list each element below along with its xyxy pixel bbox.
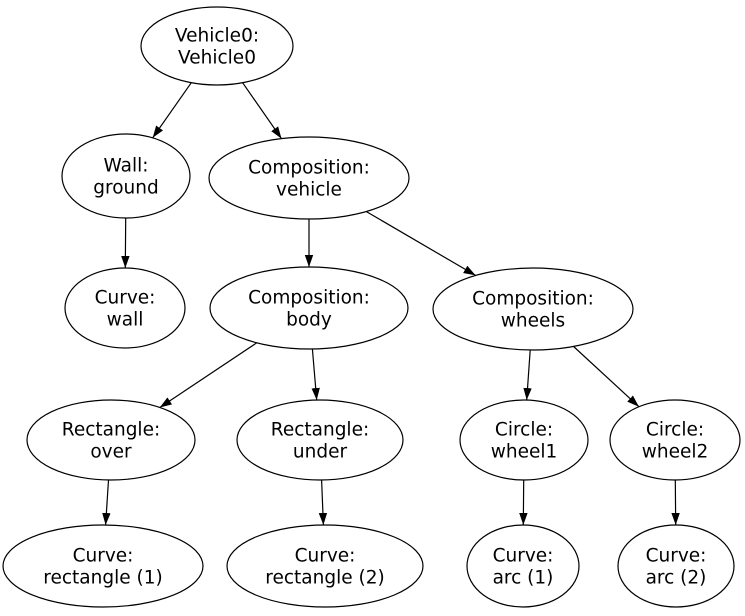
node-label-curve_rect2-line1: Curve: xyxy=(295,546,356,567)
node-label-curve_rect1-line1: Curve: xyxy=(73,546,134,567)
edge-comp_wheels-circle_wheel2 xyxy=(573,346,640,408)
node-rect_under: Rectangle:under xyxy=(236,399,404,481)
node-label-wall_ground-line2: ground xyxy=(93,178,158,199)
node-ellipse-rect_over xyxy=(26,399,196,481)
edge-comp_vehicle-comp_wheels xyxy=(366,211,476,276)
node-label-circle_wheel2-line1: Circle: xyxy=(646,420,704,441)
node-label-wall_ground-line1: Wall: xyxy=(104,156,149,177)
node-ellipse-wall_ground xyxy=(61,133,191,219)
node-label-comp_vehicle-line1: Composition: xyxy=(248,158,370,179)
node-ellipse-curve_arc1 xyxy=(466,524,580,608)
node-label-curve_arc1-line1: Curve: xyxy=(493,546,554,567)
node-label-curve_wall-line1: Curve: xyxy=(95,288,156,309)
node-label-curve_rect1-line2: rectangle (1) xyxy=(43,568,162,589)
edge-rect_under-curve_rect2 xyxy=(318,479,328,526)
node-comp_wheels: Composition:wheels xyxy=(432,267,634,351)
node-label-curve_wall-line2: wall xyxy=(107,310,144,331)
node-vehicle0: Vehicle0:Vehicle0 xyxy=(140,6,294,86)
node-ellipse-comp_body xyxy=(209,266,409,350)
node-label-curve_arc2-line2: arc (2) xyxy=(646,568,707,589)
node-label-rect_over-line2: over xyxy=(90,442,132,463)
node-ellipse-comp_vehicle xyxy=(208,136,410,220)
node-comp_body: Composition:body xyxy=(209,266,409,350)
node-label-vehicle0-line2: Vehicle0 xyxy=(178,48,256,69)
node-comp_vehicle: Composition:vehicle xyxy=(208,136,410,220)
node-ellipse-circle_wheel2 xyxy=(609,399,741,481)
node-label-comp_wheels-line2: wheels xyxy=(501,311,565,332)
node-label-curve_rect2-line2: rectangle (2) xyxy=(265,568,384,589)
node-label-rect_under-line2: under xyxy=(293,442,348,463)
node-label-circle_wheel1-line1: Circle: xyxy=(495,420,553,441)
node-ellipse-curve_rect2 xyxy=(226,524,424,608)
edge-comp_wheels-circle_wheel1 xyxy=(523,349,532,401)
node-curve_rect2: Curve:rectangle (2) xyxy=(226,524,424,608)
node-label-comp_body-line1: Composition: xyxy=(248,288,370,309)
node-ellipse-curve_wall xyxy=(64,267,186,349)
node-label-circle_wheel1-line2: wheel1 xyxy=(491,442,558,463)
node-label-comp_vehicle-line2: vehicle xyxy=(276,180,342,201)
node-ellipse-curve_rect1 xyxy=(2,524,204,608)
edge-rect_over-curve_rect1 xyxy=(102,479,111,526)
node-curve_rect1: Curve:rectangle (1) xyxy=(2,524,204,608)
node-ellipse-curve_arc2 xyxy=(617,524,735,608)
node-ellipse-rect_under xyxy=(236,399,404,481)
edges-layer xyxy=(102,82,680,526)
node-circle_wheel2: Circle:wheel2 xyxy=(609,399,741,481)
node-ellipse-vehicle0 xyxy=(140,6,294,86)
node-label-rect_under-line1: Rectangle: xyxy=(271,420,369,441)
node-label-curve_arc1-line2: arc (1) xyxy=(493,568,554,589)
edge-vehicle0-wall_ground xyxy=(152,82,192,139)
node-wall_ground: Wall:ground xyxy=(61,133,191,219)
node-label-curve_arc2-line1: Curve: xyxy=(646,546,707,567)
edge-vehicle0-comp_vehicle xyxy=(242,82,282,139)
node-label-comp_body-line2: body xyxy=(286,310,332,331)
node-ellipse-circle_wheel1 xyxy=(459,399,589,481)
node-label-vehicle0-line1: Vehicle0: xyxy=(175,26,259,47)
node-label-rect_over-line1: Rectangle: xyxy=(62,420,160,441)
edge-comp_body-rect_under xyxy=(311,348,320,401)
node-circle_wheel1: Circle:wheel1 xyxy=(459,399,589,481)
nodes-layer: Vehicle0:Vehicle0Wall:groundComposition:… xyxy=(2,6,741,608)
node-curve_arc2: Curve:arc (2) xyxy=(617,524,735,608)
node-rect_over: Rectangle:over xyxy=(26,399,196,481)
node-label-circle_wheel2-line2: wheel2 xyxy=(642,442,709,463)
node-ellipse-comp_wheels xyxy=(432,267,634,351)
node-curve_wall: Curve:wall xyxy=(64,267,186,349)
edge-comp_body-rect_over xyxy=(159,342,258,408)
node-label-comp_wheels-line1: Composition: xyxy=(472,289,594,310)
node-curve_arc1: Curve:arc (1) xyxy=(466,524,580,608)
